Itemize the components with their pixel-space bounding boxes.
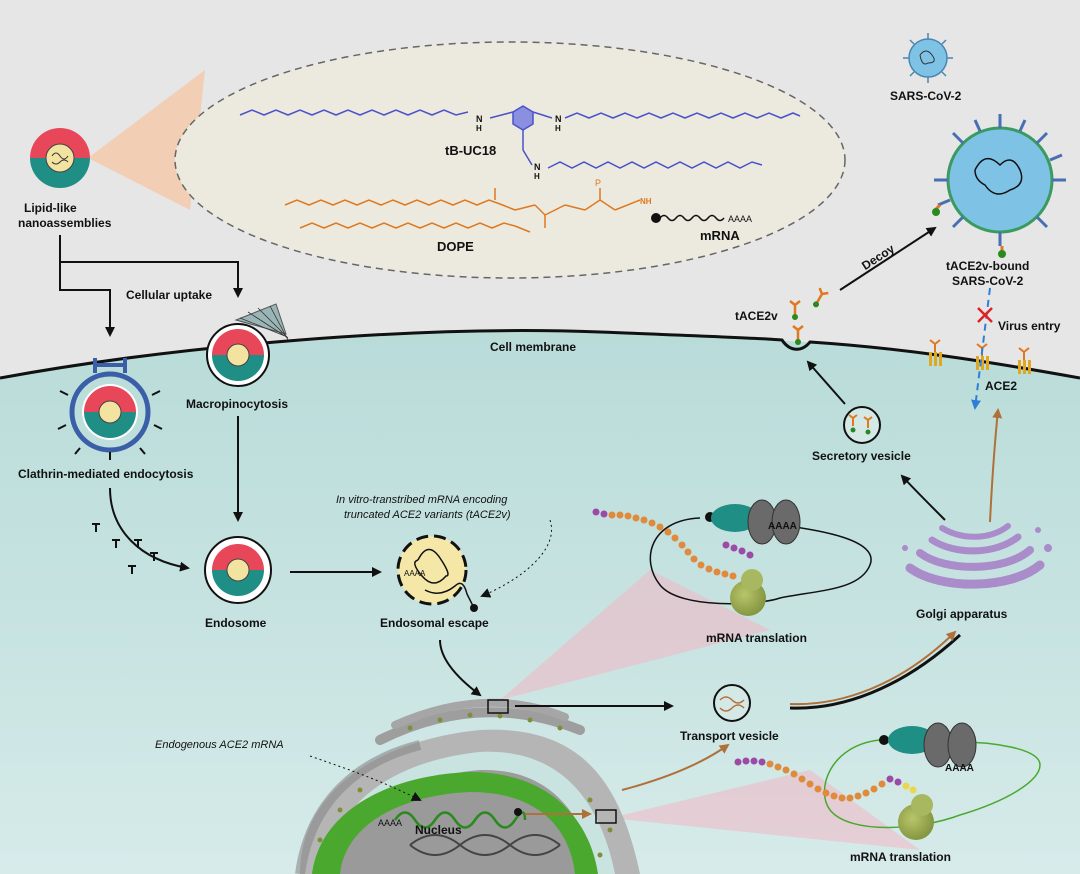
- ace2-receptors: [929, 339, 1031, 374]
- endosome-label: Endosome: [205, 616, 267, 630]
- zoom-box-nucleus: [595, 809, 617, 824]
- cytoplasm-region: [0, 330, 1080, 874]
- nanoparticle-icon: [30, 128, 90, 188]
- nanoassemblies-label-1: Lipid-like: [24, 201, 77, 215]
- bound-label-1: tACE2v-bound: [946, 259, 1029, 273]
- nh-label-3: N: [534, 162, 541, 172]
- endogenous-label: Endogenous ACE2 mRNA: [155, 739, 284, 751]
- decoy-arrow: [839, 226, 937, 291]
- tbuc18-structure: [239, 105, 801, 169]
- sars-label: SARS-CoV-2: [890, 89, 962, 103]
- nucleus-structure: [312, 772, 598, 874]
- zoom-box-er: [487, 699, 509, 714]
- endosomal-escape-label: Endosomal escape: [380, 616, 489, 630]
- zoom-wedge: [88, 70, 205, 210]
- translation-zoom-bottom: [734, 722, 1041, 840]
- dope-label: DOPE: [437, 239, 474, 254]
- cell-membrane-label: Cell membrane: [490, 340, 576, 354]
- ribosome-polya-top: AAAA: [768, 521, 797, 532]
- mrna-label: mRNA: [700, 228, 740, 243]
- ivt-label-2: truncated ACE2 variants (tACE2v): [344, 509, 511, 521]
- tace2v-label: tACE2v: [735, 309, 778, 323]
- translation-bottom-label: mRNA translation: [850, 850, 951, 864]
- clathrin-label: Clathrin-mediated endocytosis: [18, 467, 194, 481]
- dna-helix-icon: [409, 834, 561, 856]
- tace2v-molecules: [789, 287, 829, 345]
- mrna-cap-icon: [651, 213, 661, 223]
- secretory-vesicle-label: Secretory vesicle: [812, 449, 911, 463]
- macropinocytosis-label: Macropinocytosis: [186, 397, 288, 411]
- transport-vesicle-label: Transport vesicle: [680, 729, 779, 743]
- golgi-to-secretory-arrow: [900, 474, 946, 521]
- golgi-label: Golgi apparatus: [916, 607, 1008, 621]
- nh-h-label-2: H: [555, 124, 561, 133]
- secretory-to-membrane-arrow: [806, 360, 846, 405]
- escape-to-er-arrow: [439, 639, 482, 697]
- nh-h-label-3: H: [534, 172, 540, 181]
- virus-entry-arrow: [971, 287, 991, 410]
- ivt-label-1: In vitro-transtribed mRNA encoding: [336, 494, 508, 506]
- nh3-label: NH: [640, 197, 652, 206]
- ribosome-polya-bottom: AAAA: [945, 763, 974, 774]
- transport-to-golgi-arrow: [789, 630, 957, 706]
- endosome-vesicle: [204, 536, 272, 604]
- cellular-uptake-label: Cellular uptake: [126, 288, 212, 302]
- clathrin-to-endosome-arrow: [109, 487, 190, 572]
- clathrin-fragments: [92, 523, 158, 574]
- golgi-icon: [902, 523, 1052, 589]
- lipid-structure-ellipse: [174, 41, 846, 279]
- mrna-polya: AAAA: [728, 214, 752, 224]
- translation-top-label: mRNA translation: [706, 631, 807, 645]
- nucleus-polya: AAAA: [378, 818, 402, 828]
- uptake-arrow-left: [59, 262, 115, 337]
- nanoassemblies-label-2: nanoassemblies: [18, 216, 112, 230]
- nh-label-2: N: [555, 114, 562, 124]
- nh-label-1: N: [476, 114, 483, 124]
- blocked-x-icon: [977, 307, 993, 323]
- mrna-strand: [659, 214, 725, 222]
- endosomal-escape-vesicle: [396, 534, 478, 612]
- virus-entry-label: Virus entry: [998, 319, 1061, 333]
- bound-label-2: SARS-CoV-2: [952, 274, 1024, 288]
- p-label: P: [595, 178, 601, 188]
- ivt-pointer: [480, 519, 552, 598]
- macropinocytosis-vesicle: [206, 303, 289, 387]
- dope-structure: [284, 188, 641, 233]
- uptake-arrow-right: [59, 235, 243, 298]
- virus-icon: [903, 33, 953, 83]
- transport-to-golgi-line-dark: [789, 633, 962, 710]
- translation-zoom-top: [592, 499, 872, 616]
- escape-polya: AAAA: [404, 569, 426, 578]
- tbuc18-label: tB-UC18: [445, 143, 496, 158]
- ace2-label: ACE2: [985, 379, 1017, 393]
- bound-virus-icon: [932, 114, 1066, 258]
- transport-vesicle-icon: [713, 684, 751, 722]
- secretory-vesicle-icon: [843, 406, 881, 444]
- translation-wedge-bottom: [610, 770, 920, 850]
- clathrin-vesicle: [57, 358, 163, 460]
- golgi-to-ace2-arrow: [989, 408, 1003, 523]
- nucleus-label: Nucleus: [415, 823, 462, 837]
- nucleus-to-transport-arrow: [621, 743, 730, 791]
- nh-h-label-1: H: [476, 124, 482, 133]
